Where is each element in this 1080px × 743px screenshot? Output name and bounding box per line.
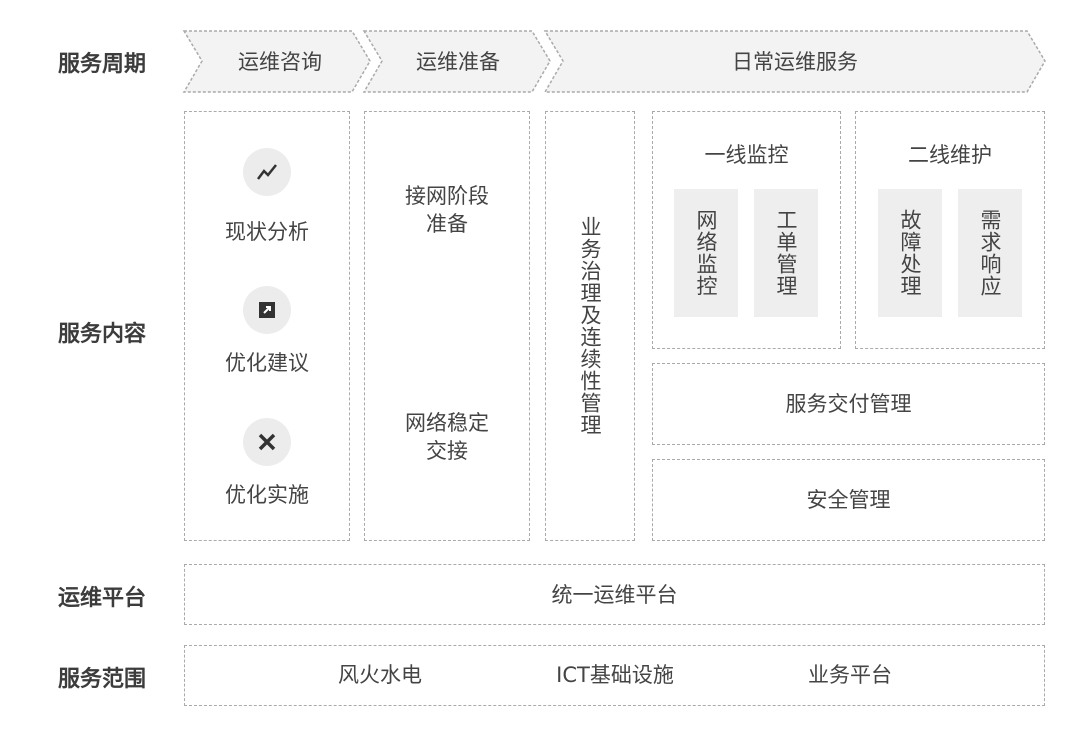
second-line-box <box>855 111 1045 349</box>
item-label: 故障处理 <box>898 209 922 297</box>
item-fault-handling: 故障处理 <box>878 189 942 317</box>
text-line: 交接 <box>426 439 468 463</box>
first-line-title: 一线监控 <box>704 143 789 167</box>
chevron-consulting <box>182 30 371 93</box>
item-optimization-advice: 优化建议 <box>225 351 309 375</box>
text-line: 准备 <box>426 212 468 236</box>
item-optimization-impl: 优化实施 <box>225 483 309 507</box>
row-label-cycle: 服务周期 <box>58 52 147 77</box>
phase-chevrons <box>182 30 1046 93</box>
row-label-content: 服务内容 <box>58 322 147 347</box>
text-line: 网络稳定 <box>405 411 489 435</box>
item-network-monitoring: 网络监控 <box>674 189 738 317</box>
tools-icon <box>243 418 291 466</box>
scope-box <box>184 645 1045 706</box>
row-label-platform: 运维平台 <box>58 586 147 611</box>
continuity-box: 业务治理及连续性管理 <box>545 111 635 541</box>
platform-box: 统一运维平台 <box>184 564 1045 625</box>
consulting-box <box>184 111 350 541</box>
preparation-box <box>364 111 530 541</box>
item-label: 网络监控 <box>694 209 718 297</box>
phase-consulting: 运维咨询 <box>238 50 322 74</box>
continuity-label: 业务治理及连续性管理 <box>578 216 602 436</box>
item-demand-response: 需求响应 <box>958 189 1022 317</box>
item-label: 需求响应 <box>978 209 1002 297</box>
scope-facilities: 风火水电 <box>338 663 422 687</box>
phase-preparation: 运维准备 <box>416 50 500 74</box>
chevron-preparation <box>362 30 551 93</box>
scope-ict: ICT基础设施 <box>556 663 674 687</box>
service-delivery-box: 服务交付管理 <box>652 363 1045 445</box>
external-link-icon <box>243 286 291 334</box>
item-status-analysis: 现状分析 <box>225 220 309 244</box>
first-line-box <box>652 111 841 349</box>
second-line-title: 二线维护 <box>908 143 992 167</box>
scope-business-platform: 业务平台 <box>808 663 892 687</box>
text-line: 接网阶段 <box>405 184 489 208</box>
phase-daily: 日常运维服务 <box>732 50 858 74</box>
item-ticket-management: 工单管理 <box>754 189 818 317</box>
item-network-handover: 网络稳定 交接 <box>364 409 530 465</box>
chevron-daily <box>543 30 1046 93</box>
item-label: 工单管理 <box>774 209 798 297</box>
security-box: 安全管理 <box>652 459 1045 541</box>
row-label-scope: 服务范围 <box>58 667 147 692</box>
trend-line-icon <box>243 148 291 196</box>
item-network-access-prep: 接网阶段 准备 <box>364 182 530 238</box>
